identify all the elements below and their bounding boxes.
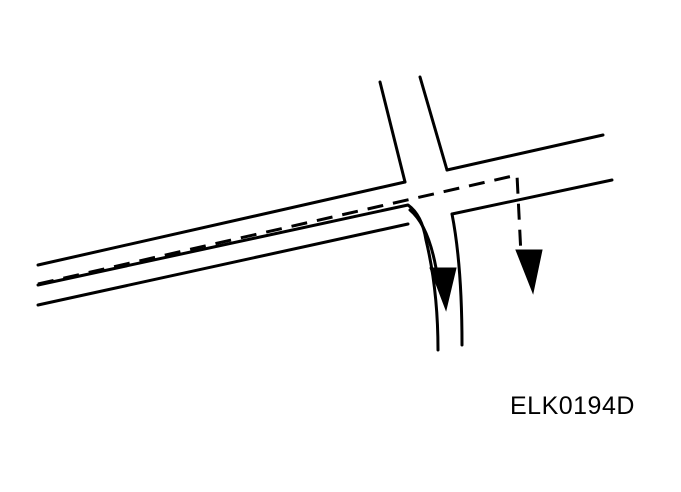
main-channel-upper-wall-right [445,133,605,172]
flow-path-dashed [37,173,523,286]
flow-arrowhead-solid [429,267,457,312]
flow-arrowhead-dashed [515,249,543,295]
flow-arrow-solid-shaft [408,208,438,270]
figure-id-label: ELK0194D [510,392,635,420]
cross-channel-upper-right-wall [418,75,449,172]
main-channel-inner-wall [36,203,440,352]
main-channel-lower-wall-left [36,222,410,307]
cross-channel-lower-right-wall [450,212,464,347]
main-channel-upper-wall-left [36,180,407,267]
cross-channel-upper-left-wall [378,80,407,184]
main-channel-lower-wall-right [450,178,614,216]
